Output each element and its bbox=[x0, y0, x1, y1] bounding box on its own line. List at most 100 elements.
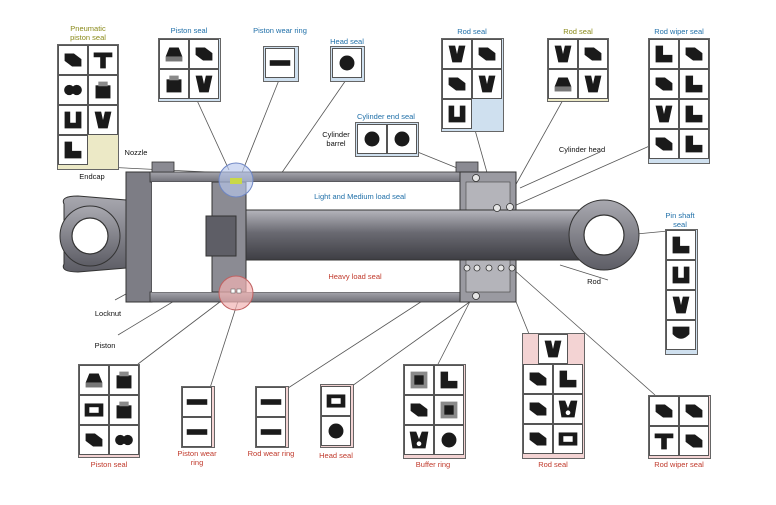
seal-profile-icon bbox=[523, 364, 553, 394]
seal-profile-icon bbox=[578, 39, 608, 69]
label-locknut: Locknut bbox=[94, 309, 122, 318]
seal-profile-icon bbox=[649, 396, 679, 426]
seal-profile-icon bbox=[79, 395, 109, 425]
seal-profile-icon bbox=[679, 69, 709, 99]
seal-profile-icon bbox=[88, 75, 118, 105]
label-nozzle: Nozzle bbox=[124, 148, 148, 157]
seal-profile-icon bbox=[442, 99, 472, 129]
seal-profile-icon bbox=[679, 99, 709, 129]
seal-profile-icon bbox=[404, 395, 434, 425]
seal-profile-icon bbox=[357, 124, 387, 154]
seal-profile-icon bbox=[79, 365, 109, 395]
label-head-seal-bottom: Head seal bbox=[319, 451, 353, 460]
seal-profile-icon bbox=[265, 48, 295, 78]
seal-profile-icon bbox=[182, 387, 212, 417]
endcap-shape bbox=[125, 171, 153, 303]
seal-profile-icon bbox=[109, 365, 139, 395]
seal-profile-icon bbox=[472, 39, 502, 69]
seal-profile-icon bbox=[189, 39, 219, 69]
barrel-bottom-wall bbox=[149, 291, 463, 303]
label-heavy-load-seal: Heavy load seal bbox=[328, 272, 382, 281]
seal-profile-icon bbox=[548, 39, 578, 69]
seal-profile-icon bbox=[553, 364, 583, 394]
barrel-top-wall bbox=[149, 171, 463, 183]
seal-profile-icon bbox=[256, 387, 286, 417]
seal-profile-icon bbox=[58, 45, 88, 75]
seal-profile-icon bbox=[321, 416, 351, 446]
seal-profile-icon bbox=[553, 394, 583, 424]
left-eye-hole bbox=[71, 217, 109, 255]
seal-profile-icon bbox=[434, 395, 464, 425]
seal-profile-icon bbox=[538, 334, 568, 364]
seal-profile-icon bbox=[578, 69, 608, 99]
seal-profile-icon bbox=[321, 386, 351, 416]
label-pin-shaft-seal: Pin shaft seal bbox=[665, 211, 695, 229]
label-cylinder-barrel: Cylinder barrel bbox=[322, 130, 350, 148]
seal-profile-icon bbox=[256, 417, 286, 447]
seal-profile-icon bbox=[109, 425, 139, 455]
seal-profile-icon bbox=[649, 69, 679, 99]
heavy-load-seal-highlight bbox=[218, 275, 254, 311]
label-piston-wear-ring-bottom: Piston wear ring bbox=[177, 449, 217, 467]
label-rod-wiper-seal-top: Rod wiper seal bbox=[654, 27, 704, 36]
seal-profile-icon bbox=[109, 395, 139, 425]
label-buffer-ring: Buffer ring bbox=[415, 460, 451, 469]
seal-profile-icon bbox=[182, 417, 212, 447]
seal-profile-icon bbox=[666, 290, 696, 320]
label-light-medium-load-seal: Light and Medium load seal bbox=[314, 192, 406, 201]
seal-profile-icon bbox=[159, 69, 189, 99]
seal-profile-icon bbox=[649, 39, 679, 69]
label-piston: Piston bbox=[94, 341, 116, 350]
seal-profile-icon bbox=[679, 129, 709, 159]
seal-profile-icon bbox=[523, 424, 553, 454]
seal-profile-icon bbox=[472, 69, 502, 99]
seal-profile-icon bbox=[387, 124, 417, 154]
label-cylinder-end-seal: Cylinder end seal bbox=[357, 112, 415, 121]
seal-profile-icon bbox=[666, 320, 696, 350]
seal-profile-icon bbox=[679, 426, 709, 456]
label-endcap: Endcap bbox=[79, 172, 105, 181]
nozzle-shape bbox=[151, 161, 175, 173]
seal-profile-icon bbox=[649, 129, 679, 159]
seal-profile-icon bbox=[58, 75, 88, 105]
label-piston-wear-ring-top: Piston wear ring bbox=[253, 26, 307, 35]
seal-profile-icon bbox=[404, 365, 434, 395]
seal-profile-icon bbox=[679, 396, 709, 426]
seal-profile-icon bbox=[79, 425, 109, 455]
label-piston-seal-bottom: Piston seal bbox=[90, 460, 128, 469]
seal-profile-icon bbox=[553, 424, 583, 454]
label-rod-seal-top-yellow: Rod seal bbox=[563, 27, 593, 36]
label-rod-seal-top-blue: Rod seal bbox=[457, 27, 487, 36]
label-cylinder-head: Cylinder head bbox=[558, 145, 606, 154]
seal-profile-icon bbox=[442, 39, 472, 69]
label-rod-wear-ring-bottom: Rod wear ring bbox=[247, 449, 295, 458]
label-head-seal-top: Head seal bbox=[330, 37, 364, 46]
seal-profile-icon bbox=[679, 39, 709, 69]
seal-profile-icon bbox=[434, 425, 464, 455]
seal-profile-icon bbox=[649, 99, 679, 129]
head-seal-markers bbox=[463, 174, 516, 300]
locknut-shape bbox=[205, 215, 237, 257]
seal-profile-icon bbox=[58, 135, 88, 165]
seal-profile-icon bbox=[88, 105, 118, 135]
rod-shape bbox=[245, 209, 587, 261]
seal-profile-icon bbox=[548, 69, 578, 99]
seal-profile-icon bbox=[88, 45, 118, 75]
seal-profile-icon bbox=[523, 394, 553, 424]
label-piston-seal-top: Piston seal bbox=[170, 26, 208, 35]
seal-profile-icon bbox=[434, 365, 464, 395]
label-rod: Rod bbox=[587, 277, 601, 286]
seal-profile-icon bbox=[442, 69, 472, 99]
label-rod-seal-bottom: Rod seal bbox=[538, 460, 568, 469]
seal-profile-icon bbox=[666, 260, 696, 290]
seal-profile-icon bbox=[159, 39, 189, 69]
seal-profile-icon bbox=[404, 425, 434, 455]
seal-profile-icon bbox=[189, 69, 219, 99]
seal-profile-icon bbox=[58, 105, 88, 135]
label-rod-wiper-seal-bottom: Rod wiper seal bbox=[654, 460, 704, 469]
label-pneumatic-piston-seal: Pneumatic piston seal bbox=[70, 24, 106, 42]
seal-profile-icon bbox=[332, 48, 362, 78]
seal-profile-icon bbox=[666, 230, 696, 260]
